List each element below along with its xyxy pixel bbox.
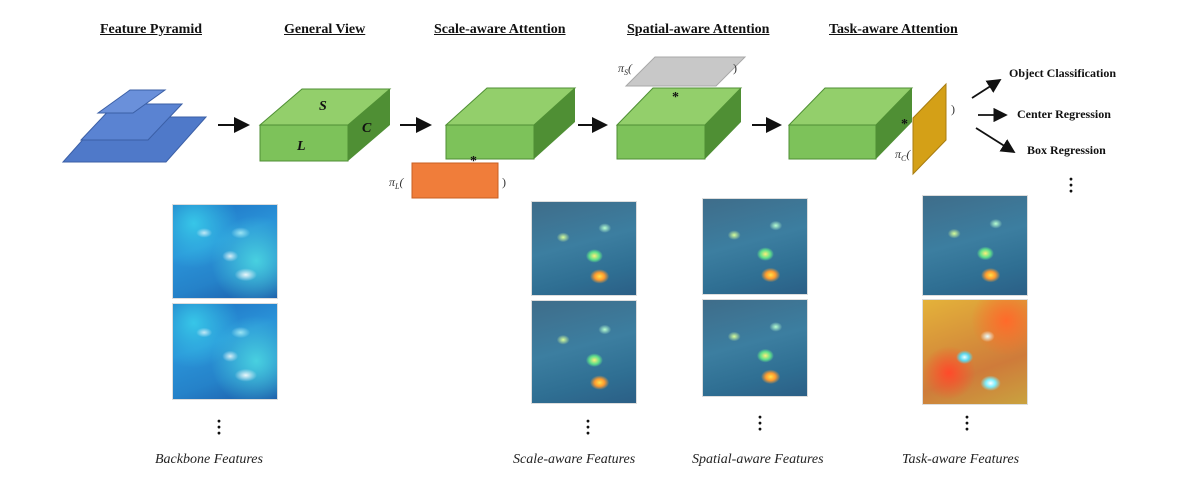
spatial-aware-cube — [617, 88, 741, 159]
output-box-regression: Box Regression — [1027, 143, 1106, 158]
scale-ellipsis: ··· — [585, 418, 591, 436]
task-heatmap-1 — [922, 195, 1028, 296]
scale-heatmap-2 — [531, 300, 637, 404]
task-ellipsis: ··· — [964, 414, 970, 432]
task-star: * — [901, 117, 908, 132]
arrow-to-object-classification — [972, 80, 1000, 98]
pi-c-close-paren: ) — [951, 102, 955, 116]
dim-label-c: C — [362, 121, 372, 136]
backbone-heatmap-1 — [172, 204, 278, 299]
pi-c-label: πC( — [895, 147, 911, 163]
feature-pyramid-icon — [63, 90, 206, 162]
caption-backbone-features: Backbone Features — [155, 452, 263, 468]
caption-scale-aware-features: Scale-aware Features — [513, 452, 635, 468]
caption-task-aware-features: Task-aware Features — [902, 452, 1019, 468]
output-center-regression: Center Regression — [1017, 107, 1111, 122]
scale-heatmap-1 — [531, 201, 637, 296]
dim-label-l: L — [296, 139, 306, 154]
pi-l-label: πL( — [389, 175, 404, 191]
pi-s-close-paren: ) — [733, 61, 737, 75]
backbone-heatmap-2 — [172, 303, 278, 400]
spatial-heatmap-2 — [702, 299, 808, 397]
scale-aware-cube — [446, 88, 575, 159]
arrow-to-box-regression — [976, 128, 1014, 152]
spatial-heatmap-1 — [702, 198, 808, 295]
backbone-ellipsis: ··· — [216, 418, 222, 436]
pi-s-plane — [626, 57, 745, 86]
outputs-ellipsis: ··· — [1068, 176, 1074, 194]
pi-s-label: πS( — [618, 61, 633, 77]
dim-label-s: S — [319, 99, 327, 114]
pi-l-block — [412, 163, 498, 198]
general-view-cube: S L C — [260, 89, 390, 161]
pi-c-plane — [913, 84, 946, 174]
output-object-classification: Object Classification — [1009, 66, 1116, 81]
spatial-star: * — [672, 90, 679, 105]
spatial-ellipsis: ··· — [757, 414, 763, 432]
pi-l-close-paren: ) — [502, 175, 506, 189]
task-aware-cube — [789, 88, 912, 159]
caption-spatial-aware-features: Spatial-aware Features — [692, 452, 824, 468]
task-heatmap-2 — [922, 299, 1028, 405]
